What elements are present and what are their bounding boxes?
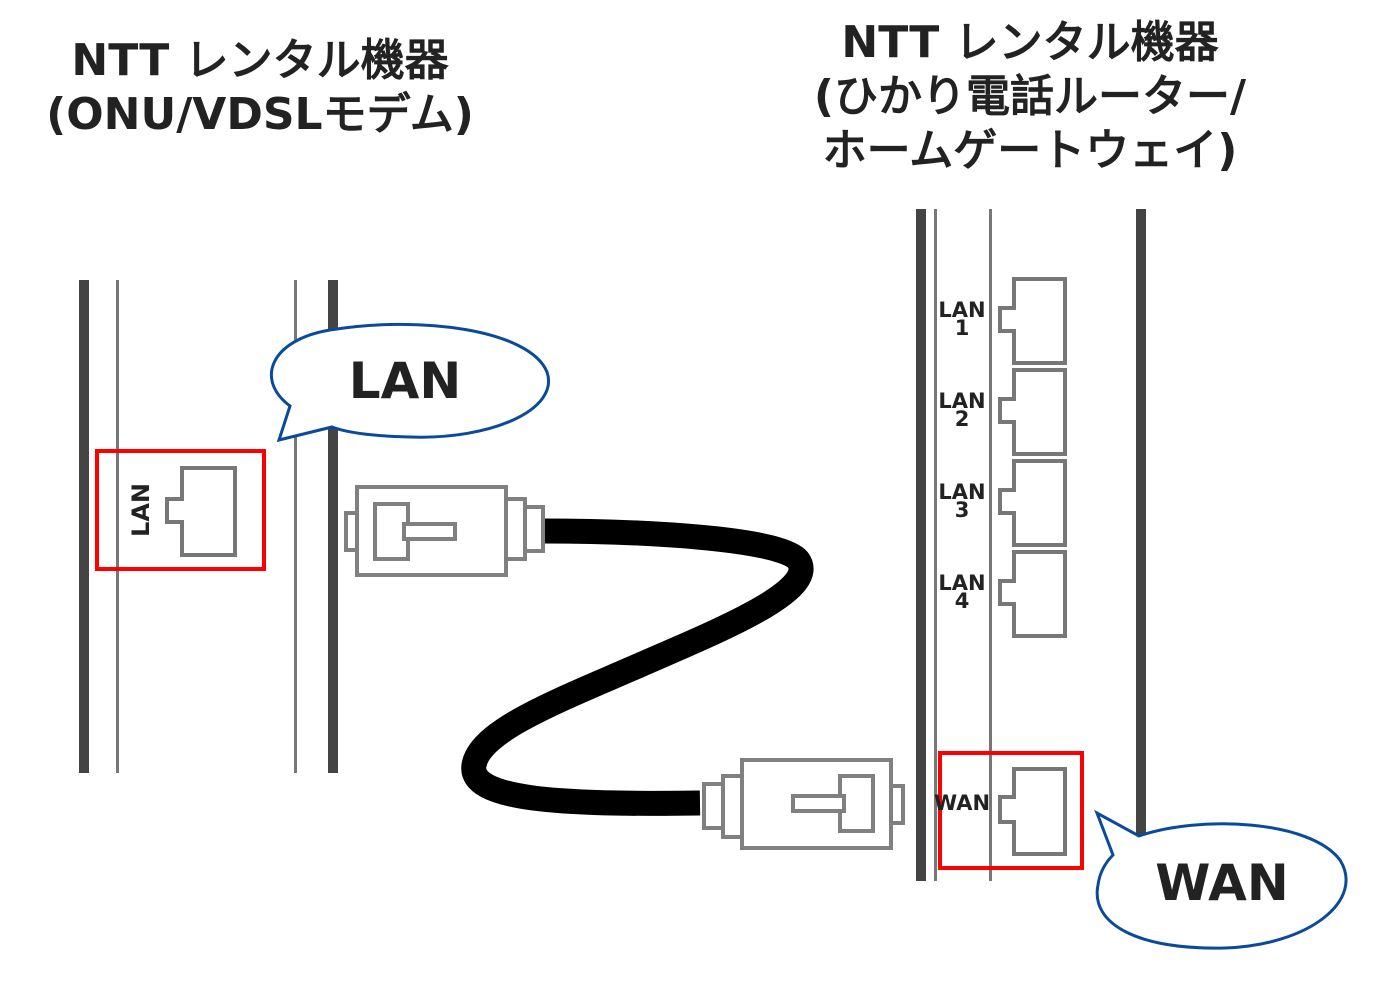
lan-port-number: 4 bbox=[955, 589, 970, 613]
lan-port-socket-icon bbox=[998, 368, 1067, 456]
wan-port-socket-icon bbox=[998, 767, 1067, 856]
lan-callout: LAN bbox=[270, 322, 551, 443]
right-plug-latch-tab bbox=[791, 794, 846, 813]
right-device-outer-edge-left bbox=[916, 209, 926, 881]
right-cable-plug[interactable] bbox=[702, 758, 905, 850]
lan-port-number: 2 bbox=[955, 407, 970, 431]
left-cable-plug[interactable] bbox=[344, 485, 545, 577]
lan-callout-label: LAN bbox=[349, 352, 461, 410]
right-device bbox=[916, 209, 1146, 881]
right-wan-port[interactable]: WAN bbox=[934, 751, 1084, 870]
lan-port-label: LAN bbox=[938, 480, 985, 504]
left-device-inner-line-right bbox=[294, 280, 297, 773]
left-device-title: NTT レンタル機器 (ONU/VDSLモデム) bbox=[46, 35, 474, 140]
wan-callout: WAN bbox=[1094, 809, 1348, 950]
left-device bbox=[79, 280, 338, 773]
lan-port-socket-icon bbox=[998, 550, 1067, 638]
right-plug-boot-2 bbox=[702, 782, 725, 830]
right-device-inner-line-2 bbox=[989, 209, 992, 881]
wan-callout-bubble bbox=[1094, 809, 1348, 950]
left-plug-boot-1 bbox=[504, 497, 527, 561]
right-plug-tip bbox=[889, 784, 905, 825]
left-lan-port-socket-icon bbox=[165, 466, 237, 557]
left-lan-highlight-box bbox=[95, 449, 266, 571]
right-device-title: NTT レンタル機器 (ひかり電話ルーター/ ホームゲートウェイ) bbox=[813, 17, 1247, 176]
wan-callout-label: WAN bbox=[1155, 854, 1288, 912]
left-lan-port[interactable]: LAN bbox=[95, 449, 266, 571]
lan-port-label: LAN bbox=[938, 571, 985, 595]
lan-port-socket-icon bbox=[998, 459, 1067, 547]
lan-port-socket-icon bbox=[998, 277, 1067, 365]
lan-callout-bubble bbox=[270, 322, 551, 443]
right-plug-boot-1 bbox=[721, 774, 744, 839]
left-device-inner-line-left bbox=[116, 280, 119, 773]
left-lan-port-label: LAN bbox=[127, 483, 155, 537]
lan-port-label: LAN bbox=[938, 389, 985, 413]
left-device-outer-edge-left bbox=[79, 280, 89, 773]
lan-port-label: LAN bbox=[938, 298, 985, 322]
ethernet-cable[interactable] bbox=[461, 518, 814, 816]
wan-highlight-box bbox=[938, 751, 1084, 870]
wan-port-label: WAN bbox=[934, 791, 990, 815]
lan-port-number: 3 bbox=[955, 498, 970, 522]
left-device-outer-edge-right bbox=[328, 280, 338, 773]
left-plug-boot-2 bbox=[523, 505, 545, 553]
left-plug-latch-tab bbox=[402, 522, 457, 541]
right-device-inner-line-1 bbox=[934, 209, 937, 881]
lan-port-number: 1 bbox=[955, 316, 970, 340]
right-device-outer-edge-right bbox=[1136, 209, 1146, 836]
